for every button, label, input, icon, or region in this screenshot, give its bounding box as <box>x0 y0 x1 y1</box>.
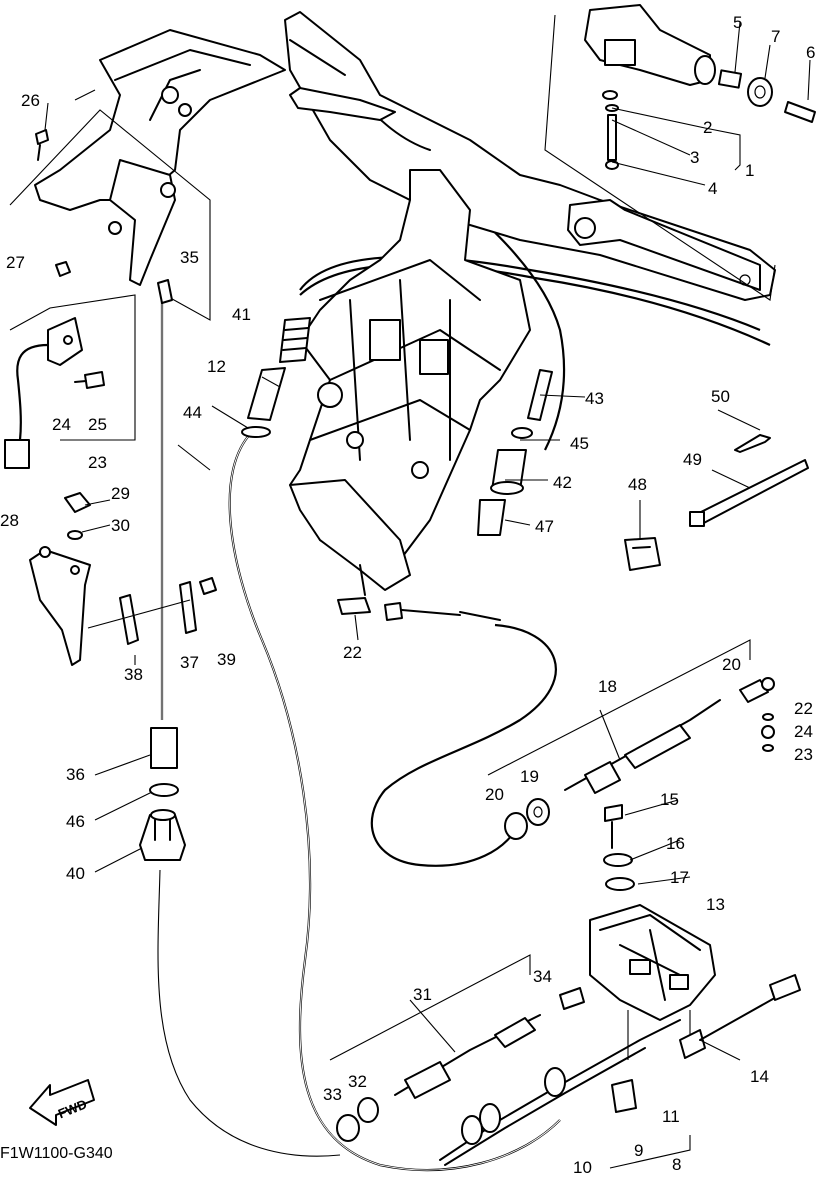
shift-cable-end <box>337 597 501 621</box>
callout-12: 12 <box>207 357 226 376</box>
callout-30: 28 <box>0 511 19 530</box>
callout-39: 37 <box>180 653 199 672</box>
callout-numbers: 5 7 6 2 3 1 4 26 27 35 41 12 44 24 25 23… <box>0 13 815 1177</box>
callout-46-bottom: 46 <box>66 812 85 831</box>
callout-28: 26 <box>21 91 40 110</box>
callout-13: 13 <box>706 895 725 914</box>
callout-1: 1 <box>745 161 754 180</box>
callout-19: 19 <box>520 767 539 786</box>
callout-6: 6 <box>806 43 815 62</box>
callout-46-right: 45 <box>570 434 589 453</box>
callout-43: 41 <box>232 305 251 324</box>
callout-47: 47 <box>535 517 554 536</box>
callout-24: 24 <box>794 722 813 741</box>
callout-46-top: 44 <box>183 403 202 422</box>
callout-11: 11 <box>662 1107 680 1126</box>
callout-8: 8 <box>672 1155 681 1174</box>
callout-40: 38 <box>124 665 143 684</box>
cable-bracket <box>589 804 801 1113</box>
callout-16: 16 <box>666 834 685 853</box>
steering-cable-parts <box>139 727 186 861</box>
callout-10: 10 <box>573 1158 592 1177</box>
lower-cables <box>329 954 691 1169</box>
lever-bracket <box>9 29 286 321</box>
callout-41: 39 <box>217 650 236 669</box>
callout-27: 25 <box>88 415 107 434</box>
callout-50: 50 <box>711 387 730 406</box>
handlebar-assembly <box>284 11 776 596</box>
callout-5: 5 <box>733 13 742 32</box>
clips-and-ties <box>624 434 809 571</box>
callout-32: 30 <box>111 516 130 535</box>
callout-3: 3 <box>690 148 699 167</box>
callout-18: 18 <box>598 677 617 696</box>
callout-9: 9 <box>634 1141 643 1160</box>
callout-31: 29 <box>111 484 130 503</box>
left-cable-fittings <box>241 317 311 438</box>
leader-lines <box>44 21 811 1061</box>
callout-21: 20 <box>722 655 741 674</box>
callout-17: 17 <box>670 868 689 887</box>
callout-37: 35 <box>180 248 199 267</box>
mount-bracket <box>29 492 217 666</box>
throttle-cable-hardware <box>487 639 775 840</box>
switch-assembly <box>4 294 136 469</box>
diagram-code: F1W1100-G340 <box>0 1145 113 1162</box>
callout-49: 49 <box>683 450 702 469</box>
callout-48: 48 <box>628 475 647 494</box>
callout-23a: 22 <box>794 699 813 718</box>
throttle-parts <box>544 4 816 301</box>
callout-44: 42 <box>553 473 572 492</box>
callout-15: 15 <box>660 790 679 809</box>
callout-14: 14 <box>750 1067 769 1086</box>
callout-2: 2 <box>703 118 712 137</box>
callout-38: 36 <box>66 765 85 784</box>
callout-25: 23 <box>88 453 107 472</box>
callout-26: 24 <box>52 415 71 434</box>
callout-7: 7 <box>771 27 780 46</box>
callout-29: 27 <box>6 253 25 272</box>
callout-22: 22 <box>343 643 362 662</box>
callout-35: 33 <box>323 1085 342 1104</box>
callout-42: 40 <box>66 864 85 883</box>
callout-33: 31 <box>413 985 432 1004</box>
callout-36: 34 <box>533 967 552 986</box>
callout-23b: 23 <box>794 745 813 764</box>
callout-45: 43 <box>585 389 604 408</box>
callout-20: 20 <box>485 785 504 804</box>
fwd-arrow <box>29 1079 95 1126</box>
callout-4: 4 <box>708 179 717 198</box>
callout-34: 32 <box>348 1072 367 1091</box>
